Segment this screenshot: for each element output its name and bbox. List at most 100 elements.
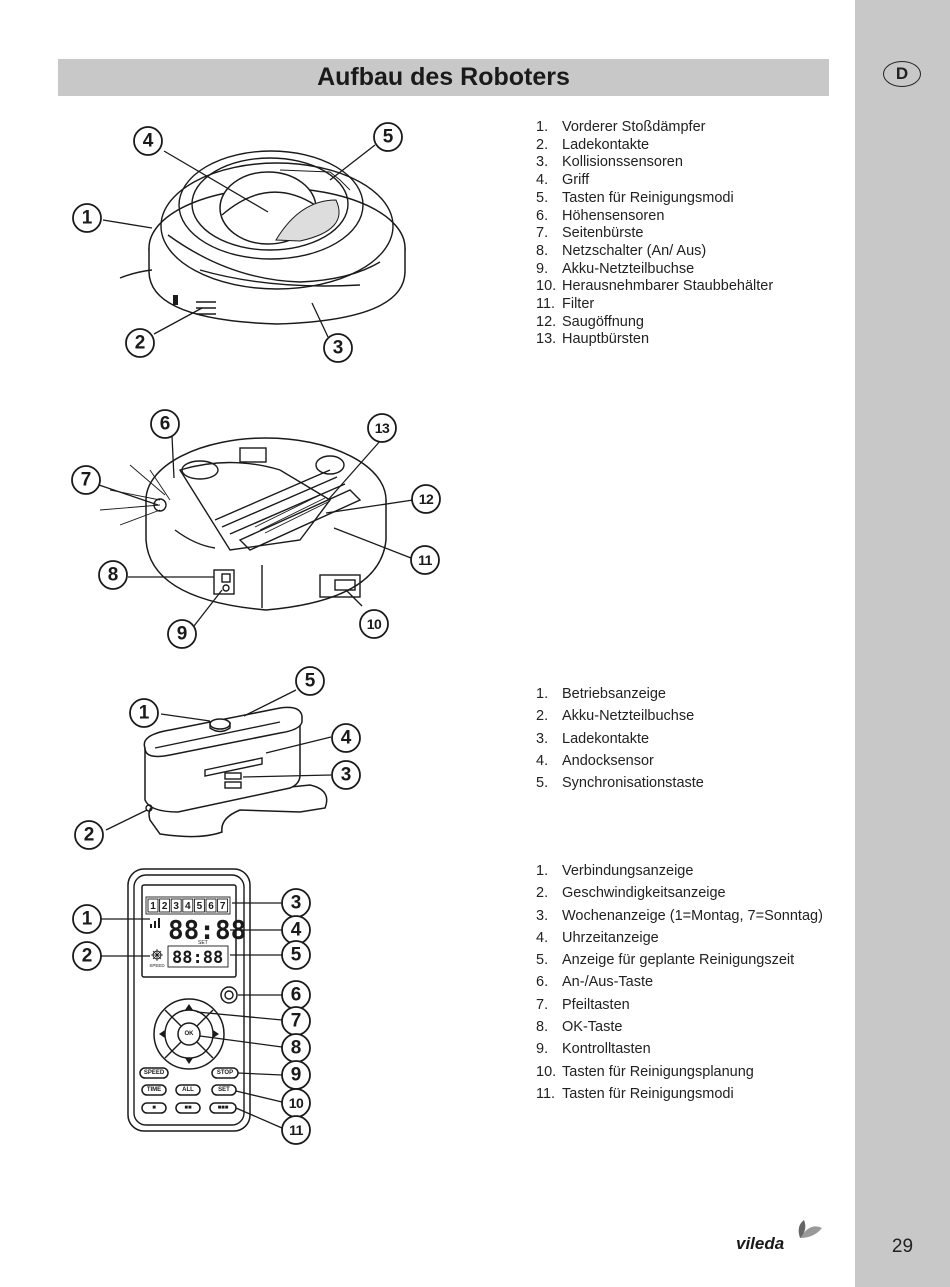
- mode2-button[interactable]: ■■: [175, 1102, 201, 1114]
- leaf-icon: [798, 1220, 822, 1238]
- legend-item: 2.Geschwindigkeitsanzeige: [536, 884, 826, 902]
- day-box: [147, 898, 159, 913]
- svg-text:2: 2: [82, 946, 93, 967]
- svg-text:2: 2: [84, 825, 95, 846]
- mode3-button[interactable]: ■■■: [209, 1102, 237, 1114]
- robot-bottom-illustration: 6 13 7 12 8 11 9 10: [71, 409, 441, 649]
- svg-text:■■: ■■: [184, 1105, 192, 1111]
- speed-button[interactable]: SPEED: [139, 1067, 169, 1079]
- legend-item-number: 7.: [536, 996, 549, 1013]
- svg-text:3: 3: [291, 893, 302, 914]
- svg-text:7: 7: [81, 470, 92, 491]
- legend-item-number: 13.: [536, 331, 557, 348]
- day-label: 7: [220, 901, 226, 912]
- svg-text:5: 5: [383, 127, 394, 148]
- svg-text:STOP: STOP: [217, 1070, 233, 1076]
- legend-item-label: Tasten für Reinigungsmodi: [562, 189, 734, 206]
- arrow-left-icon: [159, 1030, 165, 1038]
- legend-item-label: Kollisionssensoren: [562, 154, 683, 171]
- legend-item-number: 10.: [536, 278, 557, 295]
- power-button[interactable]: [220, 986, 238, 1004]
- all-button[interactable]: ALL: [175, 1084, 201, 1096]
- day-box: [170, 898, 182, 913]
- dpad[interactable]: OK: [153, 998, 225, 1070]
- legend-item-label: Geschwindigkeitsanzeige: [562, 885, 726, 902]
- legend-item: 11.Tasten für Reinigungsmodi: [536, 1085, 826, 1103]
- svg-text:■■■: ■■■: [218, 1105, 229, 1111]
- legend-item-label: Anzeige für geplante Reinigungszeit: [562, 952, 795, 969]
- legend-item: 4.Andocksensor: [536, 750, 704, 772]
- legend-item-number: 3.: [536, 154, 549, 171]
- svg-text:3: 3: [333, 338, 344, 359]
- remote-lcd: [141, 884, 237, 978]
- day-label: 2: [162, 901, 168, 912]
- legend-item: 8. OK-Taste: [536, 1018, 826, 1036]
- day-box: [193, 898, 205, 913]
- ok-button[interactable]: [177, 1022, 201, 1046]
- legend-item-label: Saugöffnung: [562, 313, 644, 330]
- legend-item-label: Akku-Netzteilbuchse: [562, 708, 695, 725]
- legend-item-number: 7.: [536, 225, 549, 242]
- legend-item-label: Verbindungsanzeige: [562, 863, 694, 879]
- legend-item-label: Pfeiltasten: [562, 996, 630, 1013]
- svg-text:12: 12: [419, 491, 434, 507]
- svg-text:11: 11: [418, 552, 433, 568]
- legend-item-number: 3.: [536, 730, 549, 747]
- legend-item-label: Andocksensor: [562, 752, 654, 769]
- legend-item-number: 6.: [536, 974, 549, 991]
- stop-button[interactable]: STOP: [211, 1067, 239, 1079]
- svg-text:ALL: ALL: [182, 1087, 194, 1093]
- callout-robot-bottom: 6 13 7 12 8 11 9 10: [71, 409, 441, 649]
- day-label: 6: [208, 901, 214, 912]
- arrow-right-icon: [213, 1030, 219, 1038]
- svg-text:5: 5: [305, 671, 316, 692]
- legend-item: 5. Anzeige für geplante Reinigungszeit: [536, 951, 826, 969]
- svg-text:1: 1: [82, 208, 93, 229]
- legend-item-label: An-/Aus-Taste: [562, 974, 654, 991]
- legend-item-number: 8.: [536, 1019, 549, 1036]
- robot-top-illustration: 4 5 1 2 3: [72, 122, 406, 363]
- legend-item: 9.Kontrolltasten: [536, 1040, 826, 1058]
- svg-text:13: 13: [375, 420, 390, 436]
- callout-robot-top: 4 5 1 2 3: [72, 122, 403, 363]
- day-box: [205, 898, 217, 913]
- legend-item-number: 10.: [536, 1063, 557, 1080]
- mode1-button[interactable]: ■: [141, 1102, 167, 1114]
- legend-item: 5.Tasten für Reinigungsmodi: [536, 190, 773, 208]
- set-button[interactable]: SET: [211, 1084, 237, 1096]
- legend-item-number: 4.: [536, 172, 549, 189]
- svg-text:6: 6: [160, 414, 171, 435]
- svg-text:8: 8: [291, 1038, 302, 1059]
- day-label: 5: [197, 901, 203, 912]
- svg-text:8: 8: [108, 565, 119, 586]
- legend-item-number: 2.: [536, 136, 549, 153]
- legend-item-number: 9.: [536, 260, 549, 277]
- legend-item-number: 3.: [536, 907, 549, 924]
- signal-icon: [150, 918, 160, 928]
- legend-item-label: Uhrzeitanzeige: [562, 929, 659, 946]
- legend-item-label: Netzschalter (An/ Aus): [562, 242, 707, 259]
- legend-item-number: 5.: [536, 775, 549, 792]
- day-label: 1: [150, 901, 156, 912]
- day-label: 4: [185, 901, 191, 912]
- legend-item-label: Synchronisationstaste: [562, 775, 704, 792]
- legend-item-number: 1.: [536, 686, 549, 702]
- svg-text:4: 4: [291, 920, 302, 941]
- legend-item-label: OK-Taste: [562, 1019, 623, 1036]
- legend-item: 2. Ladekontakte: [536, 137, 773, 155]
- legend-item: 5. Synchronisationstaste: [536, 772, 704, 794]
- legend-item-number: 12.: [536, 313, 557, 330]
- time-button[interactable]: TIME: [141, 1084, 167, 1096]
- legend-item-number: 11.: [536, 1085, 556, 1102]
- fan-icon: [151, 949, 163, 961]
- legend-item-number: 5.: [536, 952, 549, 969]
- legend-item: 10.Herausnehmbarer Staubbehälter: [536, 278, 773, 296]
- day-box: [182, 898, 194, 913]
- day-box: [217, 898, 229, 913]
- legend-item-label: Ladekontakte: [562, 136, 650, 153]
- svg-text:1: 1: [139, 703, 150, 724]
